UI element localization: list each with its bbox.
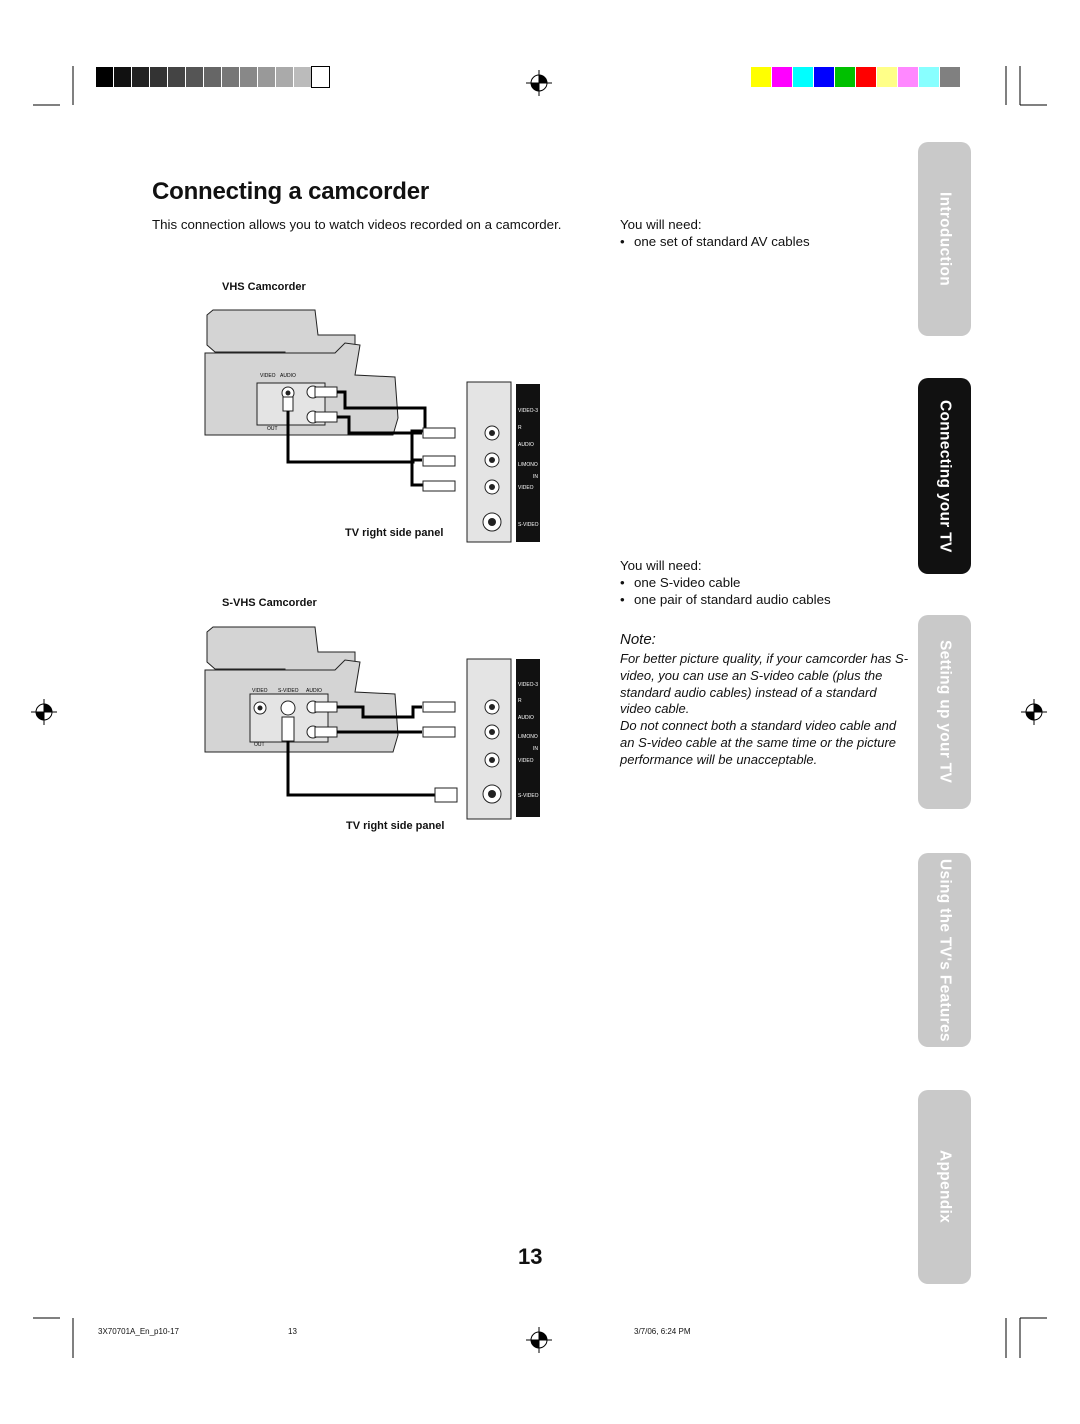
need-item: one S-video cable xyxy=(620,574,831,591)
calibration-swatch xyxy=(276,67,293,87)
vhs-connection-diagram: VIDEO AUDIO OUT VIDEO-3 R AUDIO L/MONO IN… xyxy=(204,309,540,543)
camcorder-label: VHS Camcorder xyxy=(222,281,306,293)
svg-text:AUDIO: AUDIO xyxy=(306,688,322,694)
need-item: one set of standard AV cables xyxy=(620,233,810,250)
calibration-swatch xyxy=(132,67,149,87)
calibration-swatch xyxy=(258,67,275,87)
footer-date: 3/7/06, 6:24 PM xyxy=(634,1327,691,1336)
tab-appendix[interactable]: Appendix xyxy=(918,1090,971,1284)
tab-introduction[interactable]: Introduction xyxy=(918,142,971,336)
calibration-swatch xyxy=(150,67,167,87)
svg-text:AUDIO: AUDIO xyxy=(280,373,296,379)
calibration-swatch xyxy=(793,67,813,87)
svg-text:R: R xyxy=(518,698,522,704)
calibration-swatch xyxy=(311,66,330,88)
need-item: one pair of standard audio cables xyxy=(620,591,831,608)
calibration-swatch xyxy=(222,67,239,87)
calibration-swatch xyxy=(835,67,855,87)
svhs-connection-diagram: VIDEO S-VIDEO AUDIO OUT VIDEO-3 R AUDIO … xyxy=(204,626,540,820)
panel-caption: TV right side panel xyxy=(346,820,445,832)
svg-text:AUDIO: AUDIO xyxy=(518,442,534,448)
av-cable xyxy=(286,390,427,487)
svg-text:VIDEO: VIDEO xyxy=(252,688,268,694)
svg-text:VIDEO: VIDEO xyxy=(518,758,534,764)
note-paragraph: For better picture quality, if your camc… xyxy=(620,651,909,717)
tv-panel: VIDEO-3 R AUDIO L/MONO IN VIDEO S-VIDEO xyxy=(466,658,540,820)
tab-using-features[interactable]: Using the TV's Features xyxy=(918,853,971,1047)
tab-label: Appendix xyxy=(936,1150,954,1224)
svg-text:IN: IN xyxy=(533,746,538,752)
svg-text:VIDEO: VIDEO xyxy=(260,373,276,379)
note-heading: Note: xyxy=(620,631,656,648)
footer-page: 13 xyxy=(288,1327,297,1336)
calibration-swatch xyxy=(114,67,131,87)
tab-setting-up-your-tv[interactable]: Setting up your TV xyxy=(918,615,971,809)
calibration-swatch xyxy=(186,67,203,87)
svg-text:L/MONO: L/MONO xyxy=(518,734,538,740)
tab-label: Connecting your TV xyxy=(936,399,954,553)
calibration-swatch xyxy=(96,67,113,87)
tab-label: Setting up your TV xyxy=(936,640,954,784)
tab-connecting-your-tv[interactable]: Connecting your TV xyxy=(918,378,971,574)
need-label: You will need: xyxy=(620,558,702,573)
footer-file: 3X70701A_En_p10-17 xyxy=(98,1327,179,1336)
calibration-swatch xyxy=(877,67,897,87)
camcorder-label: S-VHS Camcorder xyxy=(222,597,317,609)
tv-panel: VIDEO-3 R AUDIO L/MONO IN VIDEO S-VIDEO xyxy=(466,381,540,543)
svg-text:OUT: OUT xyxy=(267,426,278,432)
tab-label: Introduction xyxy=(936,192,954,286)
calibration-swatch xyxy=(168,67,185,87)
tab-label: Using the TV's Features xyxy=(936,858,954,1042)
svg-text:S-VIDEO: S-VIDEO xyxy=(518,793,539,799)
intro-text: This connection allows you to watch vide… xyxy=(152,217,562,232)
rca-plug xyxy=(422,427,456,492)
svideo-cable xyxy=(286,741,435,797)
svg-text:VIDEO-3: VIDEO-3 xyxy=(518,682,538,688)
svg-text:R: R xyxy=(518,425,522,431)
rca-plug xyxy=(422,701,458,803)
calibration-swatch xyxy=(240,67,257,87)
calibration-swatch xyxy=(751,67,771,87)
calibration-swatch xyxy=(940,67,960,87)
note-paragraph: Do not connect both a standard video cab… xyxy=(620,718,897,767)
svg-text:S-VIDEO: S-VIDEO xyxy=(278,688,299,694)
svg-text:VIDEO-3: VIDEO-3 xyxy=(518,408,538,414)
panel-caption: TV right side panel xyxy=(345,527,444,539)
calibration-swatch xyxy=(898,67,918,87)
calibration-swatch xyxy=(294,67,311,87)
page-title: Connecting a camcorder xyxy=(152,178,430,205)
calibration-swatch xyxy=(814,67,834,87)
svg-text:L/MONO: L/MONO xyxy=(518,462,538,468)
svg-text:OUT: OUT xyxy=(254,742,265,748)
calibration-swatch xyxy=(856,67,876,87)
svg-text:VIDEO: VIDEO xyxy=(518,485,534,491)
requirements-svhs: You will need: one S-video cable one pai… xyxy=(620,557,831,608)
need-label: You will need: xyxy=(620,217,702,232)
calibration-swatch xyxy=(772,67,792,87)
camcorder-illustration: VIDEO AUDIO OUT xyxy=(204,309,399,436)
svg-text:IN: IN xyxy=(533,474,538,480)
calibration-swatch xyxy=(919,67,939,87)
calibration-swatch xyxy=(204,67,221,87)
page-number: 13 xyxy=(518,1244,543,1269)
audio-cable xyxy=(337,705,422,734)
svg-text:AUDIO: AUDIO xyxy=(518,715,534,721)
requirements-vhs: You will need: one set of standard AV ca… xyxy=(620,216,810,250)
svg-text:S-VIDEO: S-VIDEO xyxy=(518,522,539,528)
